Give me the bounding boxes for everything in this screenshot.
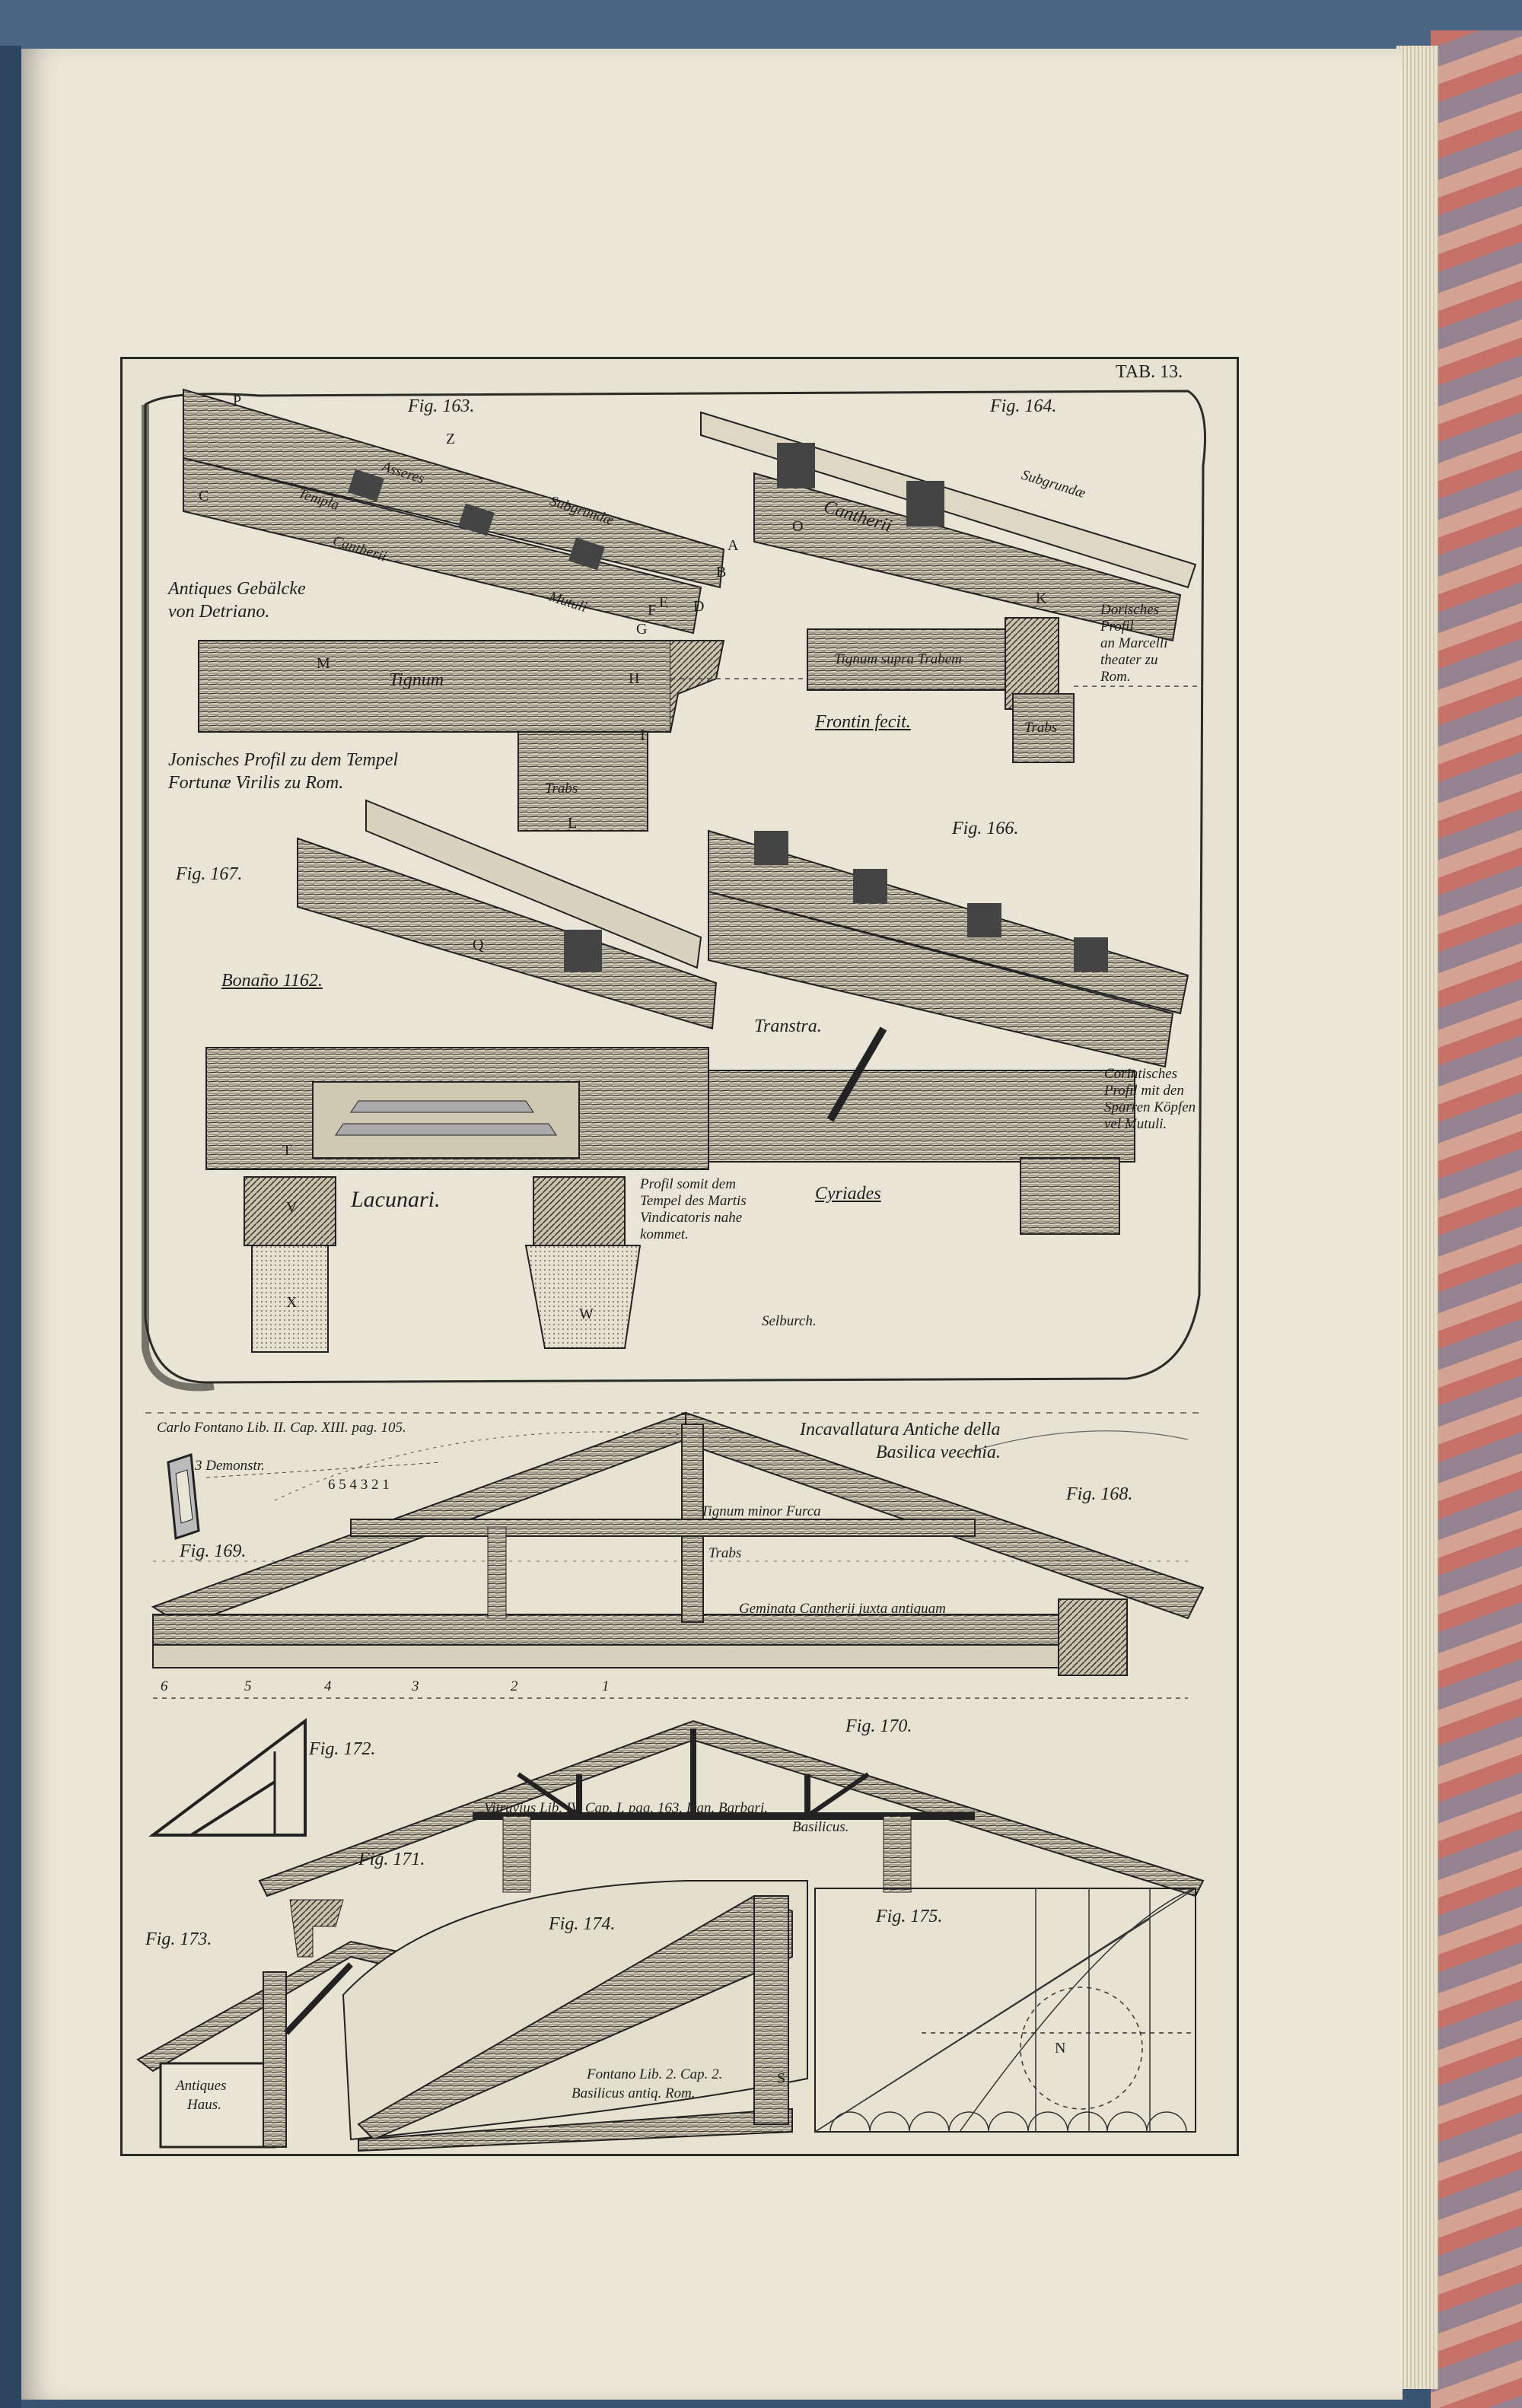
page-block-edge (1396, 46, 1438, 2389)
fig166-profile-3: Sparren Köpfen (1104, 1099, 1196, 1115)
fig174-caption-2: Basilicus antiq. Rom. (572, 2085, 696, 2101)
fig174-caption-1: Fontano Lib. 2. Cap. 2. (587, 2066, 723, 2082)
fig168-word-trabs: Trabs (708, 1545, 742, 1561)
fig167-drawing (205, 799, 718, 1353)
fig163-drawing (183, 388, 807, 832)
fig174-label: Fig. 174. (549, 1914, 616, 1934)
fig164-profile-1: Dorisches (1100, 602, 1160, 618)
letter-f: F (648, 602, 657, 619)
fig174-drawing (342, 1880, 808, 2152)
fig164-label: Fig. 164. (990, 396, 1057, 416)
fig168-scale-3: 3 (412, 1678, 419, 1694)
fig169-word-scale: 6 5 4 3 2 1 (328, 1477, 390, 1493)
book-cover-top (0, 0, 1522, 53)
fig166-label: Fig. 166. (952, 819, 1019, 838)
fig175-diagram (814, 1888, 1196, 2133)
fig167-profile-2: Tempel des Martis (640, 1193, 747, 1209)
letter-k: K (1036, 590, 1047, 607)
letter-g: G (636, 621, 648, 638)
fig164-profile-4: theater zu (1100, 652, 1158, 668)
fig168-word-fontano: Carlo Fontano Lib. II. Cap. XIII. pag. 1… (157, 1420, 406, 1436)
fig170-label: Fig. 170. (845, 1716, 912, 1736)
marbled-page-edge (1431, 30, 1522, 2408)
letter-n: N (1055, 2040, 1066, 2057)
fig164-drawing (700, 411, 1203, 763)
fig170-truss (258, 1719, 1205, 1958)
fig168-scale-5: 5 (244, 1678, 252, 1694)
letter-t: T (282, 1142, 292, 1159)
book-spine (0, 46, 21, 2408)
fig166-profile-1: Corintisches (1104, 1066, 1178, 1082)
fig167-word-lacunari: Lacunari. (351, 1187, 441, 1212)
fig163-word-tignum: Tignum (389, 670, 444, 690)
fig175-label: Fig. 175. (876, 1907, 943, 1926)
fig168-scale-4: 4 (324, 1678, 332, 1694)
fig170-caption-2: Basilicus. (792, 1819, 849, 1835)
fig167-profile-1: Profil somit dem (640, 1176, 736, 1192)
fig166-profile-4: vel Mutuli. (1104, 1116, 1167, 1132)
fig164-profile-5: Rom. (1100, 669, 1131, 685)
letter-h: H (629, 670, 640, 687)
fig167-label: Fig. 167. (176, 864, 243, 884)
plate-engraver: Selburch. (762, 1313, 817, 1329)
letter-e: E (659, 594, 669, 611)
letter-c: C (199, 488, 209, 504)
letter-q: Q (473, 937, 484, 953)
engraved-plate: TAB. 13. Fig. 163. Antiques Gebälcke von… (120, 357, 1239, 2156)
fig168-word-geminata: Geminata Cantherii juxta antiquam (739, 1601, 946, 1617)
fig168-scale-2: 2 (511, 1678, 518, 1694)
fig172-label: Fig. 172. (309, 1739, 376, 1759)
letter-s: S (777, 2070, 786, 2087)
fig168-title-2: Basilica vecchia. (876, 1443, 1001, 1462)
fig167-profile-3: Vindicatoris nahe (640, 1210, 743, 1226)
fig164-profile-3: an Marcelli (1100, 635, 1168, 651)
fig168-label: Fig. 168. (1066, 1484, 1133, 1504)
fig167-profile-4: kommet. (640, 1226, 689, 1242)
letter-b: B (716, 564, 727, 581)
fig164-signature: Frontin fecit. (815, 712, 911, 732)
letter-v: V (286, 1199, 298, 1216)
fig166-drawing (708, 829, 1189, 1235)
letter-i: I (640, 727, 645, 744)
plate-engraving (136, 388, 1206, 2152)
letter-l: L (568, 815, 578, 832)
letter-x: X (286, 1294, 298, 1311)
fig166-profile-2: Profil mit den (1104, 1083, 1184, 1099)
fig168-scale-1: 1 (602, 1678, 610, 1694)
letter-w: W (579, 1306, 594, 1322)
fig167-author: Bonaño 1162. (221, 971, 323, 991)
fig173-house-2: Haus. (187, 2097, 221, 2113)
book-page: TAB. 13. Fig. 163. Antiques Gebälcke von… (21, 49, 1403, 2400)
letter-z: Z (446, 431, 456, 447)
fig173-label: Fig. 173. (145, 1929, 212, 1949)
fig163-caption-1: Antiques Gebälcke (168, 579, 306, 599)
letter-a: A (728, 537, 739, 554)
fig163-word-trabs: Trabs (545, 781, 578, 797)
fig163-caption-2: von Detriano. (168, 602, 270, 622)
plate-number: TAB. 13. (1116, 362, 1183, 382)
fig170-caption-1: Vitruvius Lib. IV. Cap. I. pag. 163. Dan… (484, 1800, 768, 1816)
fig163-profile-1: Jonisches Profil zu dem Tempel (168, 750, 399, 770)
fig164-word-trabs: Trabs (1024, 720, 1058, 736)
letter-p: P (233, 393, 242, 409)
letter-o: O (792, 518, 804, 535)
fig168-scale-6: 6 (161, 1678, 168, 1694)
fig163-profile-2: Fortunæ Virilis zu Rom. (168, 773, 344, 793)
letter-m: M (317, 655, 330, 672)
letter-d: D (693, 598, 705, 615)
fig166-word-transtra: Transtra. (754, 1016, 822, 1036)
fig169-label: Fig. 169. (180, 1541, 247, 1561)
fig173-house-1: Antiques (176, 2078, 227, 2094)
fig172-drawing (148, 1718, 307, 1837)
fig163-label: Fig. 163. (408, 396, 475, 416)
fig164-profile-2: Profil (1100, 619, 1134, 635)
fig169-drawing (167, 1452, 443, 1541)
fig168-truss (151, 1411, 1205, 1699)
fig168-word-tignum: Tignum minor Furca (701, 1503, 821, 1519)
fig164-word-tignum: Tignum supra Trabem (834, 651, 962, 667)
fig169-word-demonstr: 3 Demonstr. (195, 1458, 265, 1474)
fig167-word-cyriades: Cyriades (815, 1184, 881, 1204)
fig171-label: Fig. 171. (358, 1850, 425, 1869)
fig168-title-1: Incavallatura Antiche della (800, 1420, 1001, 1439)
